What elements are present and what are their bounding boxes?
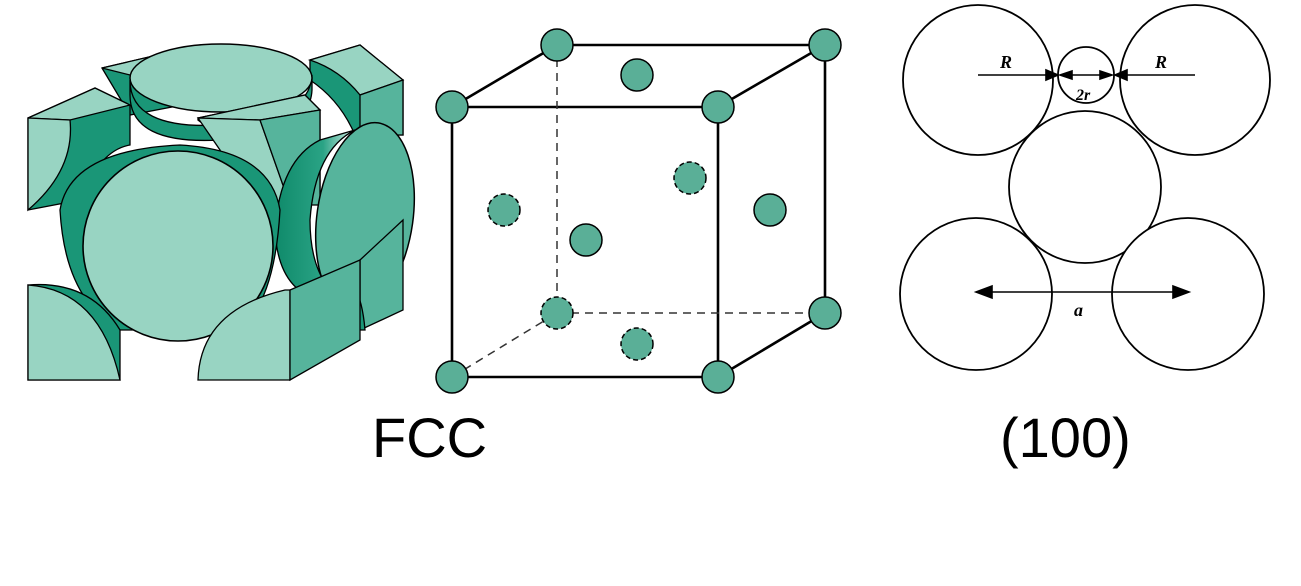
fcc-space-filling-model	[27, 43, 416, 382]
large-atom-circles	[899, 4, 1271, 371]
plane-100-diagram: R R 2r a	[899, 4, 1271, 371]
front-bottom-left-corner-atom	[27, 283, 121, 381]
cube-edges	[450, 43, 827, 379]
label-R-right: R	[1154, 52, 1167, 72]
label-2r: 2r	[1075, 87, 1091, 104]
label-a: a	[1074, 300, 1083, 320]
label-R-left: R	[999, 52, 1012, 72]
fcc-lattice-diagram	[435, 28, 842, 394]
caption-plane-100: (100)	[1000, 406, 1131, 469]
caption-fcc: FCC	[372, 406, 488, 469]
dimension-arrows	[973, 68, 1195, 300]
corner-atoms	[435, 28, 842, 394]
front-top-left-corner-atom	[27, 87, 132, 212]
front-face-center-atom	[59, 144, 281, 342]
front-bottom-right-corner-atom	[197, 259, 361, 382]
face-center-atoms	[487, 58, 787, 361]
hidden-cube-edges	[451, 45, 825, 378]
